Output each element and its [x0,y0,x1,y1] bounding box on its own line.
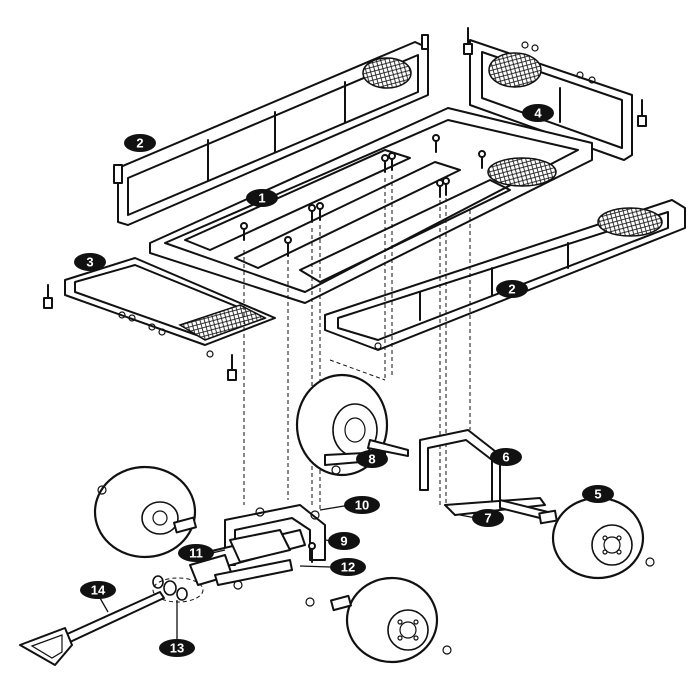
callout-5-label: 5 [594,487,601,502]
callout-2b-label: 2 [508,282,515,297]
left-rear-wheel [93,465,197,559]
callout-5: 5 [582,485,614,503]
callout-8: 8 [356,450,388,468]
callout-2a-label: 2 [136,136,143,151]
callout-10-label: 10 [355,498,369,513]
handle-and-washers [19,575,204,666]
steering-assembly [189,504,326,590]
side-panel-right [324,199,686,351]
callout-11: 11 [178,544,226,562]
callout-3: 3 [74,253,106,271]
callout-12: 12 [299,558,366,576]
callout-4-label: 4 [534,106,542,121]
callout-10: 10 [319,496,380,514]
callout-9-label: 9 [340,534,347,549]
callout-14: 14 [80,581,116,613]
rear-axle-wheel [295,373,409,477]
callout-8-label: 8 [368,452,375,467]
callout-6: 6 [490,448,522,466]
callout-12-label: 12 [341,560,355,575]
front-axle [419,429,558,525]
callout-14-label: 14 [91,583,106,598]
callout-13-label: 13 [170,641,184,656]
callout-3-label: 3 [86,255,93,270]
callout-11-label: 11 [189,546,203,561]
side-panel-left [113,34,429,226]
callout-7-label: 7 [484,511,491,526]
tray-bolts [240,134,486,257]
callout-9: 9 [325,532,360,550]
callout-6-label: 6 [502,450,509,465]
front-left-wheel [305,576,452,664]
front-panel [463,27,647,161]
callout-7: 7 [459,509,504,527]
front-right-wheel [551,496,655,580]
main-tray [149,107,593,304]
callout-1-label: 1 [258,191,265,206]
callout-4: 4 [522,104,554,122]
callout-2b: 2 [496,280,528,298]
callout-1: 1 [246,189,278,207]
callout-2a: 2 [124,134,156,152]
callout-13: 13 [159,600,195,657]
